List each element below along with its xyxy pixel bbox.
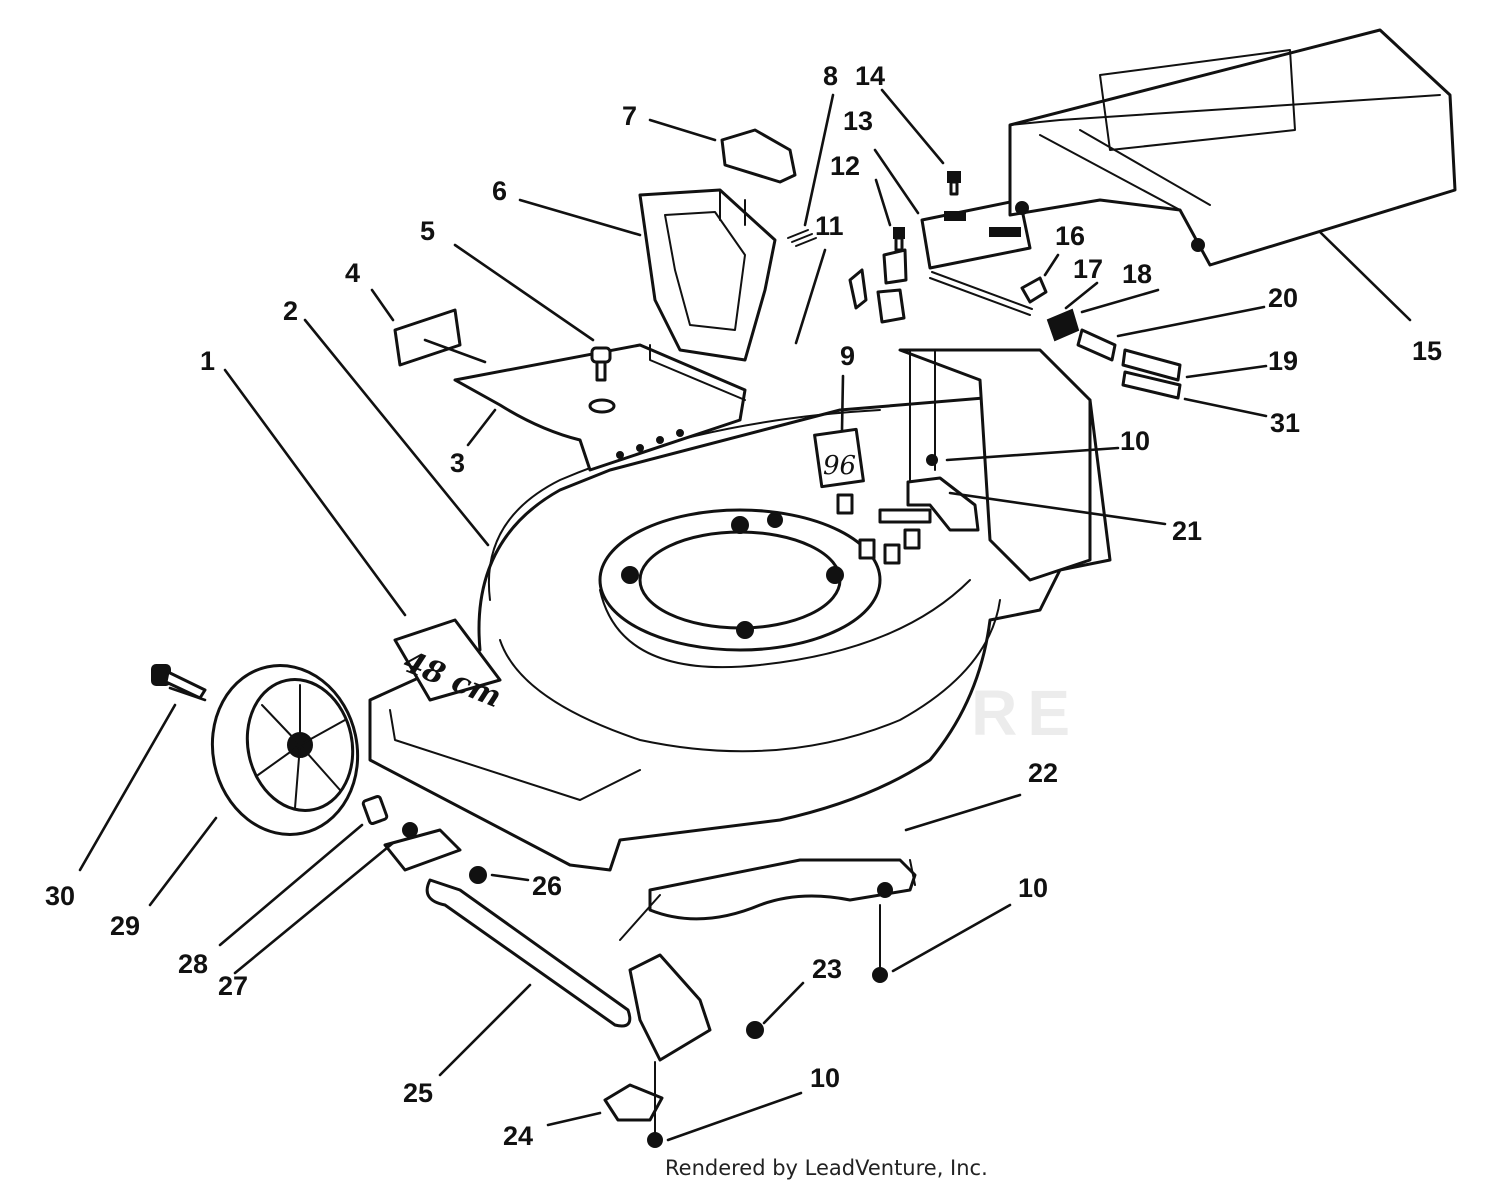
callout-4: 4 xyxy=(345,258,360,288)
part-30-bolt xyxy=(151,664,207,700)
callout-3: 3 xyxy=(450,448,465,478)
render-credit: Rendered by LeadVenture, Inc. xyxy=(665,1156,988,1180)
part-18-spring xyxy=(1046,308,1080,342)
part-29-wheel xyxy=(210,664,360,836)
part-23-nut xyxy=(746,1021,764,1039)
callout-24: 24 xyxy=(503,1121,533,1151)
callout-15: 15 xyxy=(1412,336,1442,366)
callout-2: 2 xyxy=(283,296,298,326)
part-12-screw xyxy=(882,227,908,285)
callout-25: 25 xyxy=(403,1078,433,1108)
part-19-strip xyxy=(1121,348,1182,382)
part-8-spring xyxy=(787,229,817,247)
callout-23: 23 xyxy=(812,954,842,984)
callout-8: 8 xyxy=(823,61,838,91)
decal-label: 96 xyxy=(823,451,856,481)
callout-6: 6 xyxy=(492,176,507,206)
callout-27: 27 xyxy=(218,971,248,1001)
callout-22: 22 xyxy=(1028,758,1058,788)
part-17-rod xyxy=(929,271,1033,316)
part-4-label xyxy=(393,308,462,367)
part-26-nut xyxy=(469,866,487,884)
part-21-latch xyxy=(878,454,980,532)
callout-31: 31 xyxy=(1270,408,1300,438)
callout-30: 30 xyxy=(45,881,75,911)
callout-18: 18 xyxy=(1122,259,1152,289)
part-24-bracket xyxy=(603,953,712,1122)
part-20-tube xyxy=(1076,328,1117,362)
part-10-screws xyxy=(647,904,888,1148)
callout-12: 12 xyxy=(830,151,860,181)
callout-10-a: 10 xyxy=(1120,426,1150,456)
callout-21: 21 xyxy=(1172,516,1202,546)
part-7-knob xyxy=(720,128,797,184)
part-14-screw xyxy=(947,171,961,196)
part-5-bolt xyxy=(588,346,616,414)
callout-17: 17 xyxy=(1073,254,1103,284)
leader-lines xyxy=(78,88,1412,1142)
callout-19: 19 xyxy=(1268,346,1298,376)
callout-20: 20 xyxy=(1268,283,1298,313)
part-15-grass-bag xyxy=(1008,28,1457,267)
callout-29: 29 xyxy=(110,911,140,941)
part-11-bracket xyxy=(848,268,906,324)
part-28-spacer xyxy=(361,794,389,826)
callout-9: 9 xyxy=(840,341,855,371)
callout-28: 28 xyxy=(178,949,208,979)
part-25-axle xyxy=(383,828,632,1028)
callout-10-c: 10 xyxy=(810,1063,840,1093)
callout-11: 11 xyxy=(815,211,844,241)
mower-deck: 48 cm 96 xyxy=(368,348,1112,872)
part-31-strip xyxy=(1121,370,1182,400)
part-22-rear-frame xyxy=(619,858,917,941)
part-16-clip xyxy=(1020,276,1048,304)
callout-10-b: 10 xyxy=(1018,873,1048,903)
callout-7: 7 xyxy=(622,101,637,131)
part-13-handle-block xyxy=(920,198,1032,270)
callout-14: 14 xyxy=(855,61,885,91)
part-27-washer xyxy=(402,822,418,838)
callout-1: 1 xyxy=(200,346,215,376)
callout-16: 16 xyxy=(1055,221,1085,251)
callouts: 1 2 3 4 5 6 7 8 9 10 10 10 11 12 13 14 1… xyxy=(45,61,1442,1151)
callout-13: 13 xyxy=(843,106,873,136)
part-6-frame xyxy=(638,188,777,362)
callout-5: 5 xyxy=(420,216,435,246)
callout-26: 26 xyxy=(532,871,562,901)
